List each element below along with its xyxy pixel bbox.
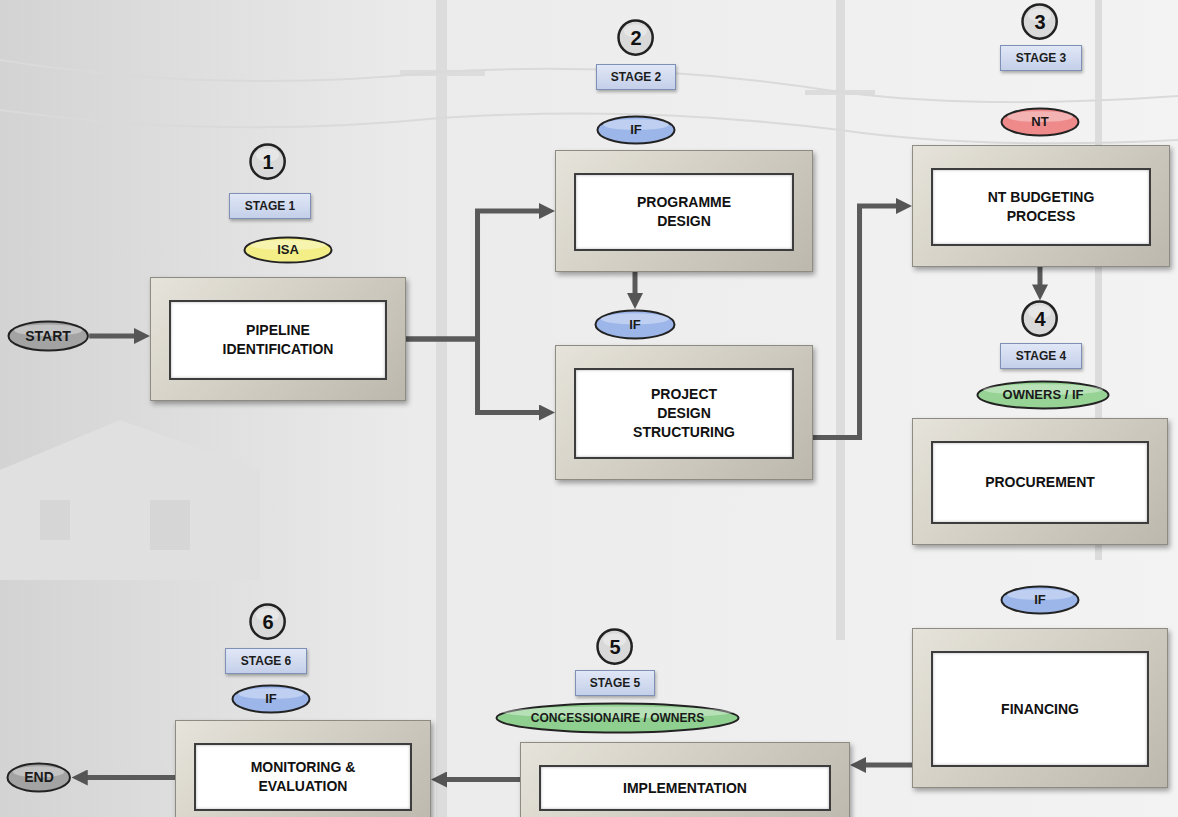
node-text: FINANCING bbox=[1001, 700, 1079, 719]
box-panel: PROGRAMME DESIGN bbox=[574, 173, 794, 251]
box-panel: MONITORING & EVALUATION bbox=[194, 743, 412, 811]
callout-number: 3 bbox=[1034, 10, 1045, 34]
circle-fill bbox=[1023, 5, 1057, 39]
circle-fill bbox=[251, 605, 285, 639]
owner-oval: ISA bbox=[243, 236, 333, 264]
house-silhouette bbox=[0, 420, 260, 580]
oval-fill bbox=[1002, 587, 1079, 614]
circle-fill bbox=[1023, 302, 1057, 336]
node-text: IF bbox=[629, 317, 641, 333]
flow-arrow bbox=[406, 211, 545, 339]
oval-fill bbox=[8, 322, 87, 351]
stage-label: STAGE 4 bbox=[1016, 349, 1066, 363]
circle-fill bbox=[619, 21, 653, 55]
power-lines bbox=[0, 60, 1178, 143]
start-oval: START bbox=[7, 320, 89, 352]
stage-label: STAGE 6 bbox=[241, 654, 291, 668]
oval-fill bbox=[596, 311, 675, 339]
node-text: NT BUDGETING PROCESS bbox=[974, 188, 1109, 226]
node-text: IF bbox=[265, 691, 277, 707]
stage-tag: STAGE 1 bbox=[229, 193, 311, 219]
flow-arrow bbox=[1037, 267, 1042, 290]
oval-fill bbox=[245, 238, 332, 263]
circle-fill bbox=[598, 630, 632, 664]
callout-number: 1 bbox=[262, 150, 273, 174]
node-text: NT bbox=[1031, 114, 1048, 130]
process-box: NT BUDGETING PROCESS bbox=[912, 145, 1170, 267]
owner-oval: IF bbox=[1000, 585, 1080, 615]
process-box: PROCUREMENT bbox=[912, 418, 1168, 545]
oval-fill bbox=[233, 686, 310, 713]
stage-tag: STAGE 4 bbox=[1000, 343, 1082, 369]
flow-arrow bbox=[406, 339, 545, 413]
stage-label: STAGE 5 bbox=[590, 676, 640, 690]
stage-tag: STAGE 2 bbox=[596, 64, 676, 90]
node-text: START bbox=[25, 328, 71, 345]
process-box: IMPLEMENTATION bbox=[520, 742, 850, 817]
stage-number: 6 bbox=[249, 603, 286, 640]
callout-number: 5 bbox=[609, 635, 620, 659]
oval-fill bbox=[8, 764, 70, 792]
owner-oval: IF bbox=[596, 115, 676, 145]
owner-oval: CONCESSIONAIRE / OWNERS bbox=[495, 702, 740, 734]
node-text: IF bbox=[630, 122, 642, 138]
process-box: PROGRAMME DESIGN bbox=[555, 150, 813, 272]
stage-label: STAGE 2 bbox=[611, 70, 661, 84]
node-text: PROCUREMENT bbox=[985, 473, 1095, 492]
node-text: MONITORING & EVALUATION bbox=[241, 758, 366, 796]
callout-number: 6 bbox=[262, 610, 273, 634]
box-panel: IMPLEMENTATION bbox=[539, 765, 831, 811]
stage-number: 3 bbox=[1021, 3, 1058, 40]
owner-oval: NT bbox=[1000, 107, 1080, 137]
flow-arrow bbox=[89, 334, 140, 339]
circle-fill bbox=[251, 145, 285, 179]
stage-label: STAGE 1 bbox=[245, 199, 295, 213]
callout-number: 2 bbox=[630, 26, 641, 50]
process-box: PIPELINE IDENTIFICATION bbox=[150, 277, 406, 401]
oval-fill bbox=[598, 117, 675, 144]
stage-number: 2 bbox=[617, 19, 654, 56]
stage-number: 1 bbox=[249, 143, 286, 180]
flow-arrow bbox=[82, 775, 175, 780]
oval-fill bbox=[497, 704, 739, 733]
owner-oval: OWNERS / IF bbox=[976, 380, 1110, 410]
box-panel: NT BUDGETING PROCESS bbox=[931, 168, 1151, 246]
process-box: FINANCING bbox=[912, 628, 1168, 788]
stage-tag: STAGE 5 bbox=[575, 670, 655, 696]
callout-number: 4 bbox=[1034, 307, 1045, 331]
node-text: ISA bbox=[277, 242, 299, 258]
node-text: PROJECT DESIGN STRUCTURING bbox=[628, 385, 740, 442]
node-text: PIPELINE IDENTIFICATION bbox=[213, 321, 343, 359]
node-text: PROGRAMME DESIGN bbox=[629, 193, 739, 231]
stage-number: 4 bbox=[1021, 300, 1058, 337]
end-oval: END bbox=[6, 762, 71, 793]
box-panel: PROJECT DESIGN STRUCTURING bbox=[574, 368, 794, 459]
oval-fill bbox=[978, 382, 1109, 409]
stage-label: STAGE 3 bbox=[1016, 51, 1066, 65]
oval-fill bbox=[1002, 109, 1079, 136]
node-text: CONCESSIONAIRE / OWNERS bbox=[531, 711, 704, 725]
process-box: PROJECT DESIGN STRUCTURING bbox=[555, 345, 813, 480]
box-panel: PROCUREMENT bbox=[931, 441, 1149, 524]
owner-oval: IF bbox=[231, 684, 311, 714]
stage-tag: STAGE 6 bbox=[225, 648, 307, 674]
node-text: IMPLEMENTATION bbox=[623, 779, 747, 798]
owner-oval: IF bbox=[594, 309, 676, 340]
stage-tag: STAGE 3 bbox=[1000, 45, 1082, 71]
box-panel: FINANCING bbox=[931, 651, 1149, 767]
stage-number: 5 bbox=[596, 628, 633, 665]
node-text: END bbox=[24, 769, 54, 786]
node-text: IF bbox=[1034, 592, 1046, 608]
node-text: OWNERS / IF bbox=[1003, 387, 1084, 403]
flow-arrow bbox=[633, 272, 638, 299]
flow-arrow bbox=[860, 763, 912, 768]
flow-arrow bbox=[813, 206, 902, 438]
box-panel: PIPELINE IDENTIFICATION bbox=[169, 300, 387, 380]
process-box: MONITORING & EVALUATION bbox=[175, 720, 431, 817]
flow-arrow bbox=[441, 777, 520, 782]
